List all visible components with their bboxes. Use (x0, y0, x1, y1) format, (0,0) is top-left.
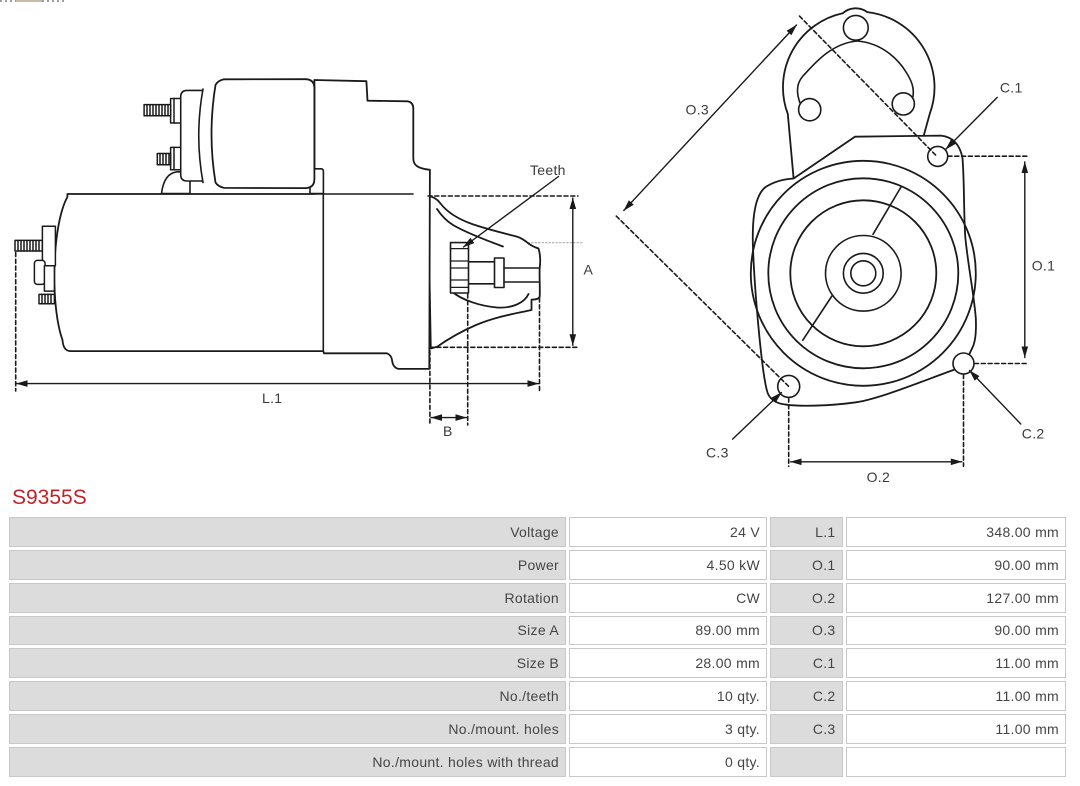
svg-text:C.2: C.2 (1022, 426, 1045, 442)
svg-text:Teeth: Teeth (530, 162, 566, 178)
svg-text:C.1: C.1 (1000, 80, 1023, 96)
svg-text:A: A (584, 262, 594, 278)
svg-text:B: B (443, 423, 453, 439)
svg-text:O.3: O.3 (686, 102, 709, 118)
svg-text:C.3: C.3 (706, 445, 729, 461)
svg-text:L.1: L.1 (262, 390, 282, 406)
svg-text:O.2: O.2 (867, 469, 890, 485)
svg-text:O.1: O.1 (1032, 258, 1055, 274)
